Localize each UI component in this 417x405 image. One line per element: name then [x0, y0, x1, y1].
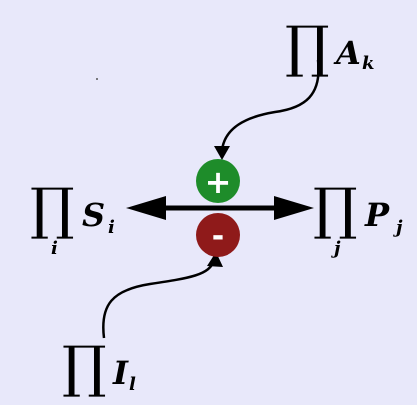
- inhibitor-term: ∏ I l: [62, 335, 136, 400]
- activator-arrow: [214, 59, 320, 160]
- product-symbol: ∏: [285, 15, 330, 80]
- minus-circle: [196, 213, 240, 257]
- inhibitor-head: [207, 252, 223, 267]
- product-symbol: ∏: [62, 335, 107, 400]
- substrate-base: S: [82, 196, 105, 234]
- inhibitor-curve: [102, 259, 216, 339]
- activator-subscript: k: [362, 53, 374, 74]
- arrow-head-right: [274, 196, 314, 220]
- inhibitor-subscript: l: [129, 374, 136, 395]
- substrate-term: ∏ i S i: [30, 177, 115, 259]
- arrow-head-left: [126, 196, 166, 220]
- stray-dot: [96, 78, 98, 80]
- product-term: ∏ j P j: [313, 177, 403, 259]
- product-symbol: ∏: [313, 177, 358, 242]
- substrate-subscript: i: [108, 217, 115, 238]
- activator-term: ∏ A k: [285, 15, 374, 80]
- plus-circle: [196, 159, 240, 203]
- inhibitor-base: I: [112, 354, 129, 392]
- product-subscript: j: [393, 217, 403, 238]
- product-base: P: [364, 196, 390, 234]
- activator-curve: [220, 59, 320, 151]
- activator-head: [214, 146, 230, 160]
- product-symbol: ∏: [30, 177, 75, 242]
- reversible-arrow: [126, 196, 314, 220]
- product-index: j: [331, 238, 341, 259]
- plus-label: +: [205, 163, 232, 201]
- substrate-index: i: [51, 238, 58, 259]
- activator-base: A: [333, 34, 361, 72]
- inhibitor-arrow: [102, 252, 223, 339]
- minus-badge: -: [196, 213, 240, 257]
- plus-badge: +: [196, 159, 240, 203]
- minus-label: -: [212, 219, 224, 254]
